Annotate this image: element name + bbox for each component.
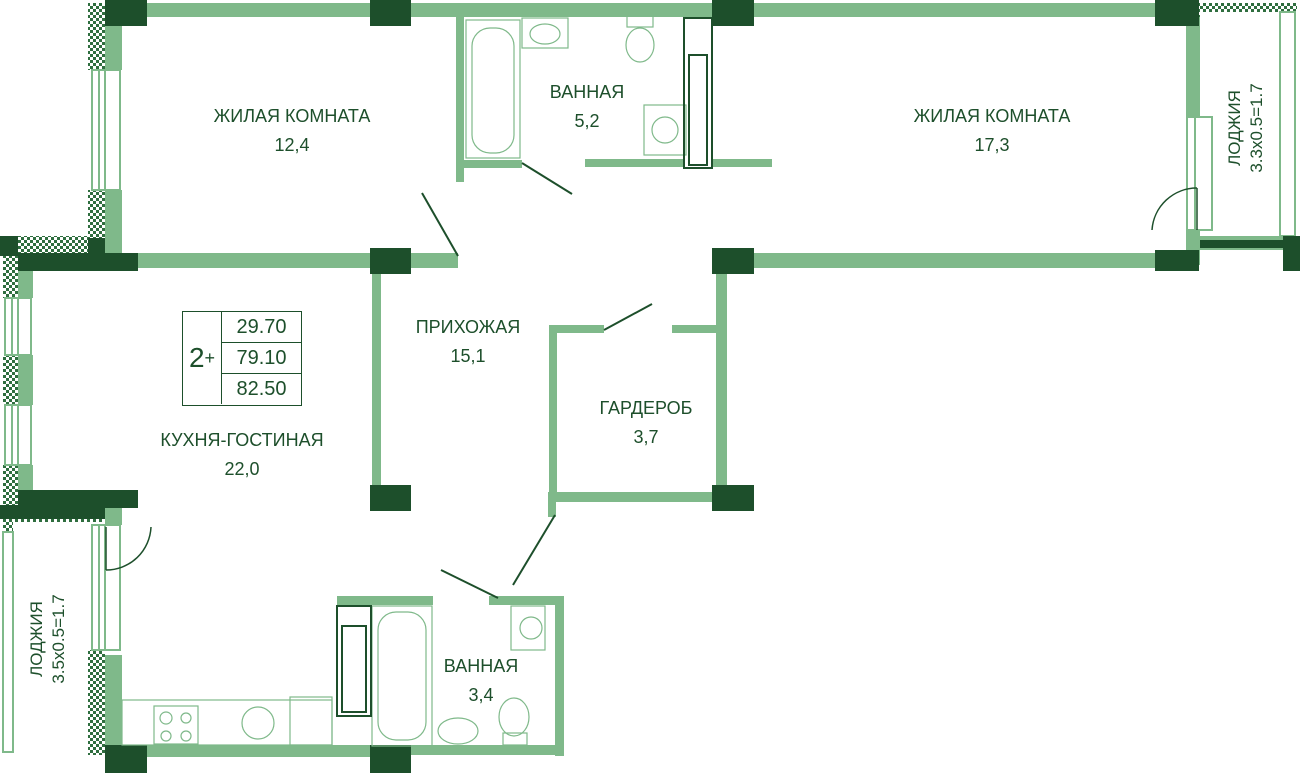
bathroom-2-label: ВАННАЯ 3,4 bbox=[444, 652, 518, 710]
loggia-1-label: ЛОДЖИЯ 3.3x0.5=1.7 bbox=[1224, 83, 1268, 172]
fixtures bbox=[121, 14, 713, 747]
room-area: 17,3 bbox=[974, 135, 1010, 155]
room-name: ЖИЛАЯ КОМНАТА bbox=[213, 106, 371, 126]
bathroom-1-label: ВАННАЯ 5,2 bbox=[550, 78, 624, 136]
room-name: ЖИЛАЯ КОМНАТА bbox=[913, 106, 1071, 126]
room-name: ЛОДЖИЯ bbox=[27, 601, 46, 677]
room-count: 2+ bbox=[183, 312, 222, 404]
doors bbox=[105, 162, 1198, 599]
living-room-2-label: ЖИЛАЯ КОМНАТА 17,3 bbox=[914, 102, 1071, 160]
room-area: 3,7 bbox=[633, 427, 659, 447]
room-area: 3.5x0.5=1.7 bbox=[49, 594, 68, 684]
room-area: 12,4 bbox=[274, 135, 310, 155]
total-area-with-loggias: 82.50 bbox=[236, 378, 287, 400]
room-name: КУХНЯ-ГОСТИНАЯ bbox=[160, 430, 324, 450]
living-room-1-label: ЖИЛАЯ КОМНАТА 12,4 bbox=[214, 102, 371, 160]
room-area: 5,2 bbox=[574, 111, 600, 131]
room-count-value: 2 bbox=[188, 342, 205, 373]
room-area: 3,4 bbox=[468, 685, 494, 705]
living-area: 29.70 bbox=[222, 312, 301, 343]
wardrobe-label: ГАРДЕРОБ 3,7 bbox=[600, 394, 693, 452]
hallway-label: ПРИХОЖАЯ 15,1 bbox=[416, 313, 521, 371]
room-area: 22,0 bbox=[224, 459, 260, 479]
total-area: 79.10 bbox=[222, 343, 301, 374]
kitchen-living-label: КУХНЯ-ГОСТИНАЯ 22,0 bbox=[160, 426, 323, 484]
apartment-summary-badge: 2+ 29.70 79.10 82.50 bbox=[182, 311, 302, 406]
room-name: ПРИХОЖАЯ bbox=[415, 317, 521, 337]
loggia-2-label: ЛОДЖИЯ 3.5x0.5=1.7 bbox=[26, 594, 70, 683]
room-area: 3.3x0.5=1.7 bbox=[1247, 83, 1266, 173]
room-name: ВАННАЯ bbox=[549, 82, 625, 102]
room-name: ГАРДЕРОБ bbox=[599, 398, 693, 418]
room-count-suffix: + bbox=[204, 347, 216, 368]
room-area: 15,1 bbox=[450, 346, 486, 366]
room-name: ВАННАЯ bbox=[443, 656, 519, 676]
room-name: ЛОДЖИЯ bbox=[1225, 90, 1244, 166]
